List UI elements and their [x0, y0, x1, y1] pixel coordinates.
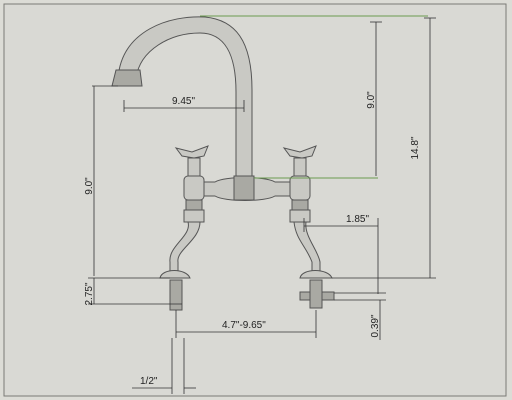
- left-cross-handle: [174, 145, 209, 159]
- dim-outlet-height: 9.0": [84, 86, 95, 276]
- right-cross-handle: [282, 145, 317, 159]
- spout: [117, 16, 253, 179]
- right-valve: [282, 145, 335, 309]
- spout-reach-label: 9.45": [172, 96, 195, 107]
- faucet-illustration: [111, 16, 335, 311]
- dim-spout-height-top: 9.0": [366, 21, 382, 176]
- dim-shank-length: 2.75": [84, 277, 182, 306]
- left-escutcheon: [159, 270, 191, 279]
- outlet-height-label: 9.0": [84, 177, 95, 195]
- left-valve: [159, 145, 209, 311]
- spout-tip: [111, 69, 143, 87]
- pipe-size-label: 1/2": [140, 376, 158, 387]
- right-shank: [309, 279, 323, 309]
- overall-height-label: 14.8": [410, 136, 421, 159]
- right-escutcheon: [299, 270, 333, 279]
- shank-length-label: 2.75": [84, 282, 95, 305]
- dim-pipe-size: 1/2": [132, 338, 196, 394]
- handle-offset-label: 1.85": [346, 214, 369, 225]
- dim-center-spread: 4.7"-9.65": [175, 310, 317, 338]
- dim-overall-height: 14.8": [332, 17, 436, 279]
- spout-height-top-label: 9.0": [366, 91, 377, 109]
- center-spread-label: 4.7"-9.65": [222, 320, 266, 331]
- left-shank: [169, 279, 183, 311]
- dim-spout-reach: 9.45": [123, 96, 245, 112]
- mount-thickness-label: 0.39": [370, 314, 381, 337]
- spout-collar: [233, 175, 255, 201]
- dim-handle-offset: 1.85": [303, 214, 379, 294]
- dim-mount-thickness: 0.39": [334, 292, 386, 340]
